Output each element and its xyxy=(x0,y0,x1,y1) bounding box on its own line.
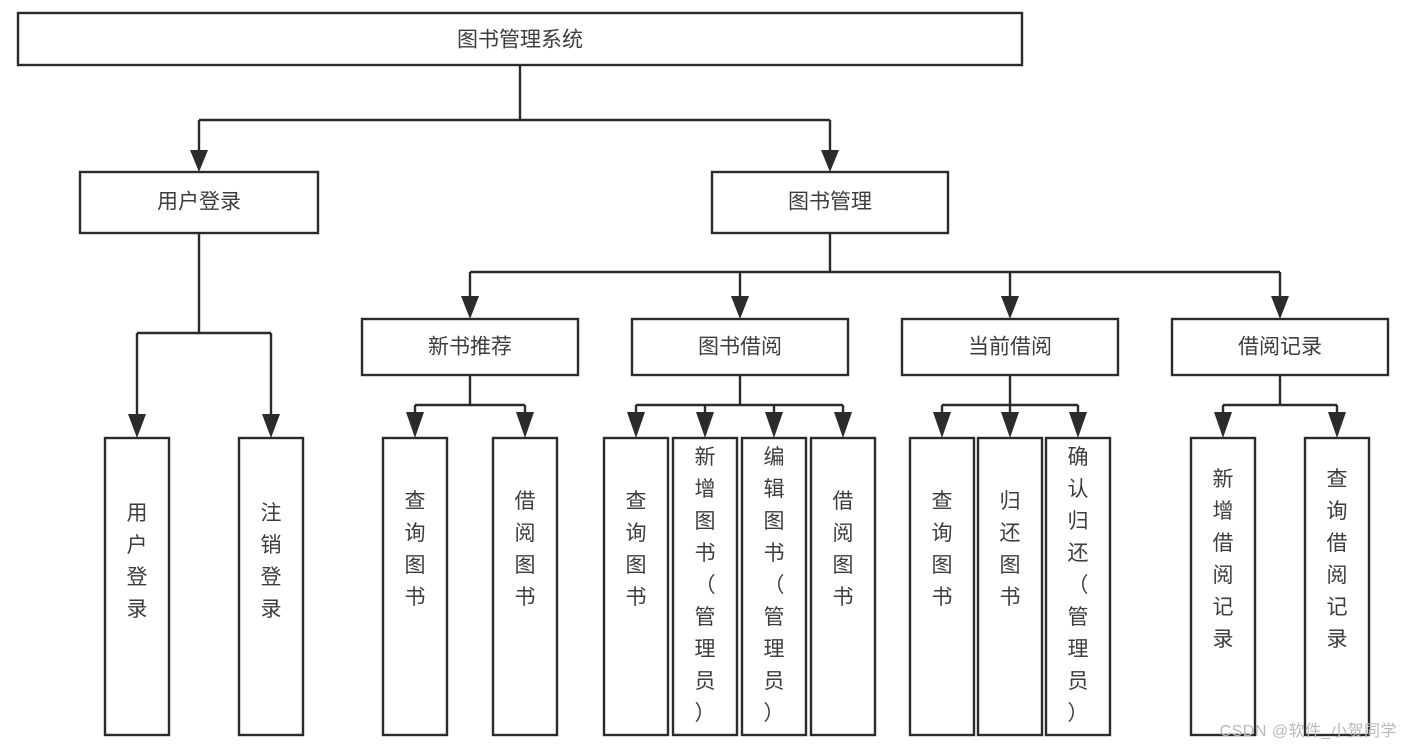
node-new-book-recommend[interactable]: 新书推荐 xyxy=(360,317,580,377)
leaf-br-add-record-label: 新增借阅记录 xyxy=(1213,468,1234,651)
leaf-bb-query-book-box[interactable] xyxy=(602,436,670,737)
arrow-head-user-login xyxy=(190,150,208,172)
leaf-br-query-record-box[interactable] xyxy=(1303,436,1371,737)
leaf-user-login-label: 用户登录 xyxy=(127,502,148,621)
leaf-nbr-query-book-box[interactable] xyxy=(381,436,449,737)
leaf-nbr-borrow-book-label: 借阅图书 xyxy=(515,490,536,609)
arrow-head-book-mgmt xyxy=(821,150,839,172)
arrow-head-cb-leaf2 xyxy=(1001,412,1019,438)
node-current-borrow[interactable]: 当前借阅 xyxy=(900,317,1120,377)
connector-layer xyxy=(128,65,1346,438)
leaf-cb-query-book-box[interactable] xyxy=(908,436,976,737)
leaf-bb-edit-book-label: 编辑图书（管理员） xyxy=(764,446,785,725)
leaf-bb-edit-book-box[interactable] xyxy=(740,436,808,737)
leaf-node[interactable]: 注销登录 xyxy=(237,436,305,737)
leaf-bb-borrow-book-label: 借阅图书 xyxy=(833,490,854,609)
leaf-node[interactable]: 新增借阅记录 xyxy=(1189,436,1257,737)
arrow-head-nbr-leaf2 xyxy=(516,412,534,438)
leaf-br-add-record-box[interactable] xyxy=(1189,436,1257,737)
leaf-br-query-record-label: 查询借阅记录 xyxy=(1327,468,1348,651)
leaf-logout-label: 注销登录 xyxy=(261,502,282,621)
leaf-node[interactable]: 查询图书 xyxy=(908,436,976,737)
node-root[interactable]: 图书管理系统 xyxy=(16,11,1024,67)
arrow-head-new-book-rec xyxy=(461,296,479,319)
arrow-head-cb-leaf3 xyxy=(1069,412,1087,438)
node-book-borrow-box[interactable] xyxy=(630,317,850,377)
leaf-node[interactable]: 借阅图书 xyxy=(809,436,877,737)
leaf-cb-query-book-label: 查询图书 xyxy=(932,490,953,609)
arrow-head-bb-leaf3 xyxy=(765,412,783,438)
node-new-book-recommend-label: 新书推荐 xyxy=(428,336,512,359)
node-book-borrow[interactable]: 图书借阅 xyxy=(630,317,850,377)
leaf-nbr-query-book-label: 查询图书 xyxy=(405,490,426,609)
leaf-cb-return-book-box[interactable] xyxy=(976,436,1044,737)
node-user-login-box[interactable] xyxy=(78,170,320,235)
node-new-book-recommend-box[interactable] xyxy=(360,317,580,377)
arrow-head-leaf-logout xyxy=(262,414,280,438)
arrow-head-bb-leaf2 xyxy=(696,412,714,438)
node-book-management[interactable]: 图书管理 xyxy=(710,170,950,235)
node-current-borrow-box[interactable] xyxy=(900,317,1120,377)
arrow-head-borrow-record xyxy=(1271,296,1289,319)
arrow-head-bb-leaf1 xyxy=(627,412,645,438)
leaf-node[interactable]: 用户登录 xyxy=(103,436,171,737)
arrow-head-bb-leaf4 xyxy=(834,412,852,438)
leaf-cb-confirm-return-box[interactable] xyxy=(1044,436,1112,737)
leaf-cb-confirm-return-label: 确认归还（管理员） xyxy=(1068,446,1089,725)
leaf-node[interactable]: 查询图书 xyxy=(602,436,670,737)
csdn-watermark: CSDN @软件_小贺同学 xyxy=(1219,723,1397,740)
node-book-management-label: 图书管理 xyxy=(788,191,872,214)
leaf-nbr-borrow-book-box[interactable] xyxy=(491,436,559,737)
leaf-logout-box[interactable] xyxy=(237,436,305,737)
node-root-label: 图书管理系统 xyxy=(457,29,583,52)
arrow-head-nbr-leaf1 xyxy=(406,412,424,438)
leaf-bb-borrow-book-box[interactable] xyxy=(809,436,877,737)
arrow-head-book-borrow xyxy=(731,296,749,319)
node-user-login[interactable]: 用户登录 xyxy=(78,170,320,235)
leaf-node[interactable]: 归还图书 xyxy=(976,436,1044,737)
arrow-head-br-leaf2 xyxy=(1328,412,1346,438)
node-book-borrow-label: 图书借阅 xyxy=(698,336,782,359)
leaf-node[interactable]: 确认归还（管理员） xyxy=(1044,436,1112,737)
node-borrow-record-label: 借阅记录 xyxy=(1238,336,1322,359)
leaf-node[interactable]: 查询图书 xyxy=(381,436,449,737)
arrow-head-br-leaf1 xyxy=(1214,412,1232,438)
node-root-box[interactable] xyxy=(16,11,1024,67)
node-user-login-label: 用户登录 xyxy=(157,191,241,214)
leaf-node[interactable]: 查询借阅记录 xyxy=(1303,436,1371,737)
leaf-node[interactable]: 新增图书（管理员） xyxy=(671,436,739,737)
arrow-head-leaf-user-login xyxy=(128,414,146,438)
arrow-head-cb-leaf1 xyxy=(933,412,951,438)
leaf-node[interactable]: 编辑图书（管理员） xyxy=(740,436,808,737)
node-current-borrow-label: 当前借阅 xyxy=(968,336,1052,359)
leaf-user-login-box[interactable] xyxy=(103,436,171,737)
leaf-node[interactable]: 借阅图书 xyxy=(491,436,559,737)
leaf-bb-add-book-box[interactable] xyxy=(671,436,739,737)
node-borrow-record-box[interactable] xyxy=(1170,317,1390,377)
arrow-head-current-borrow xyxy=(1001,296,1019,319)
leaf-bb-query-book-label: 查询图书 xyxy=(626,490,647,609)
node-book-management-box[interactable] xyxy=(710,170,950,235)
leaf-bb-add-book-label: 新增图书（管理员） xyxy=(695,446,716,725)
node-borrow-record[interactable]: 借阅记录 xyxy=(1170,317,1390,377)
leaf-cb-return-book-label: 归还图书 xyxy=(1000,490,1021,609)
